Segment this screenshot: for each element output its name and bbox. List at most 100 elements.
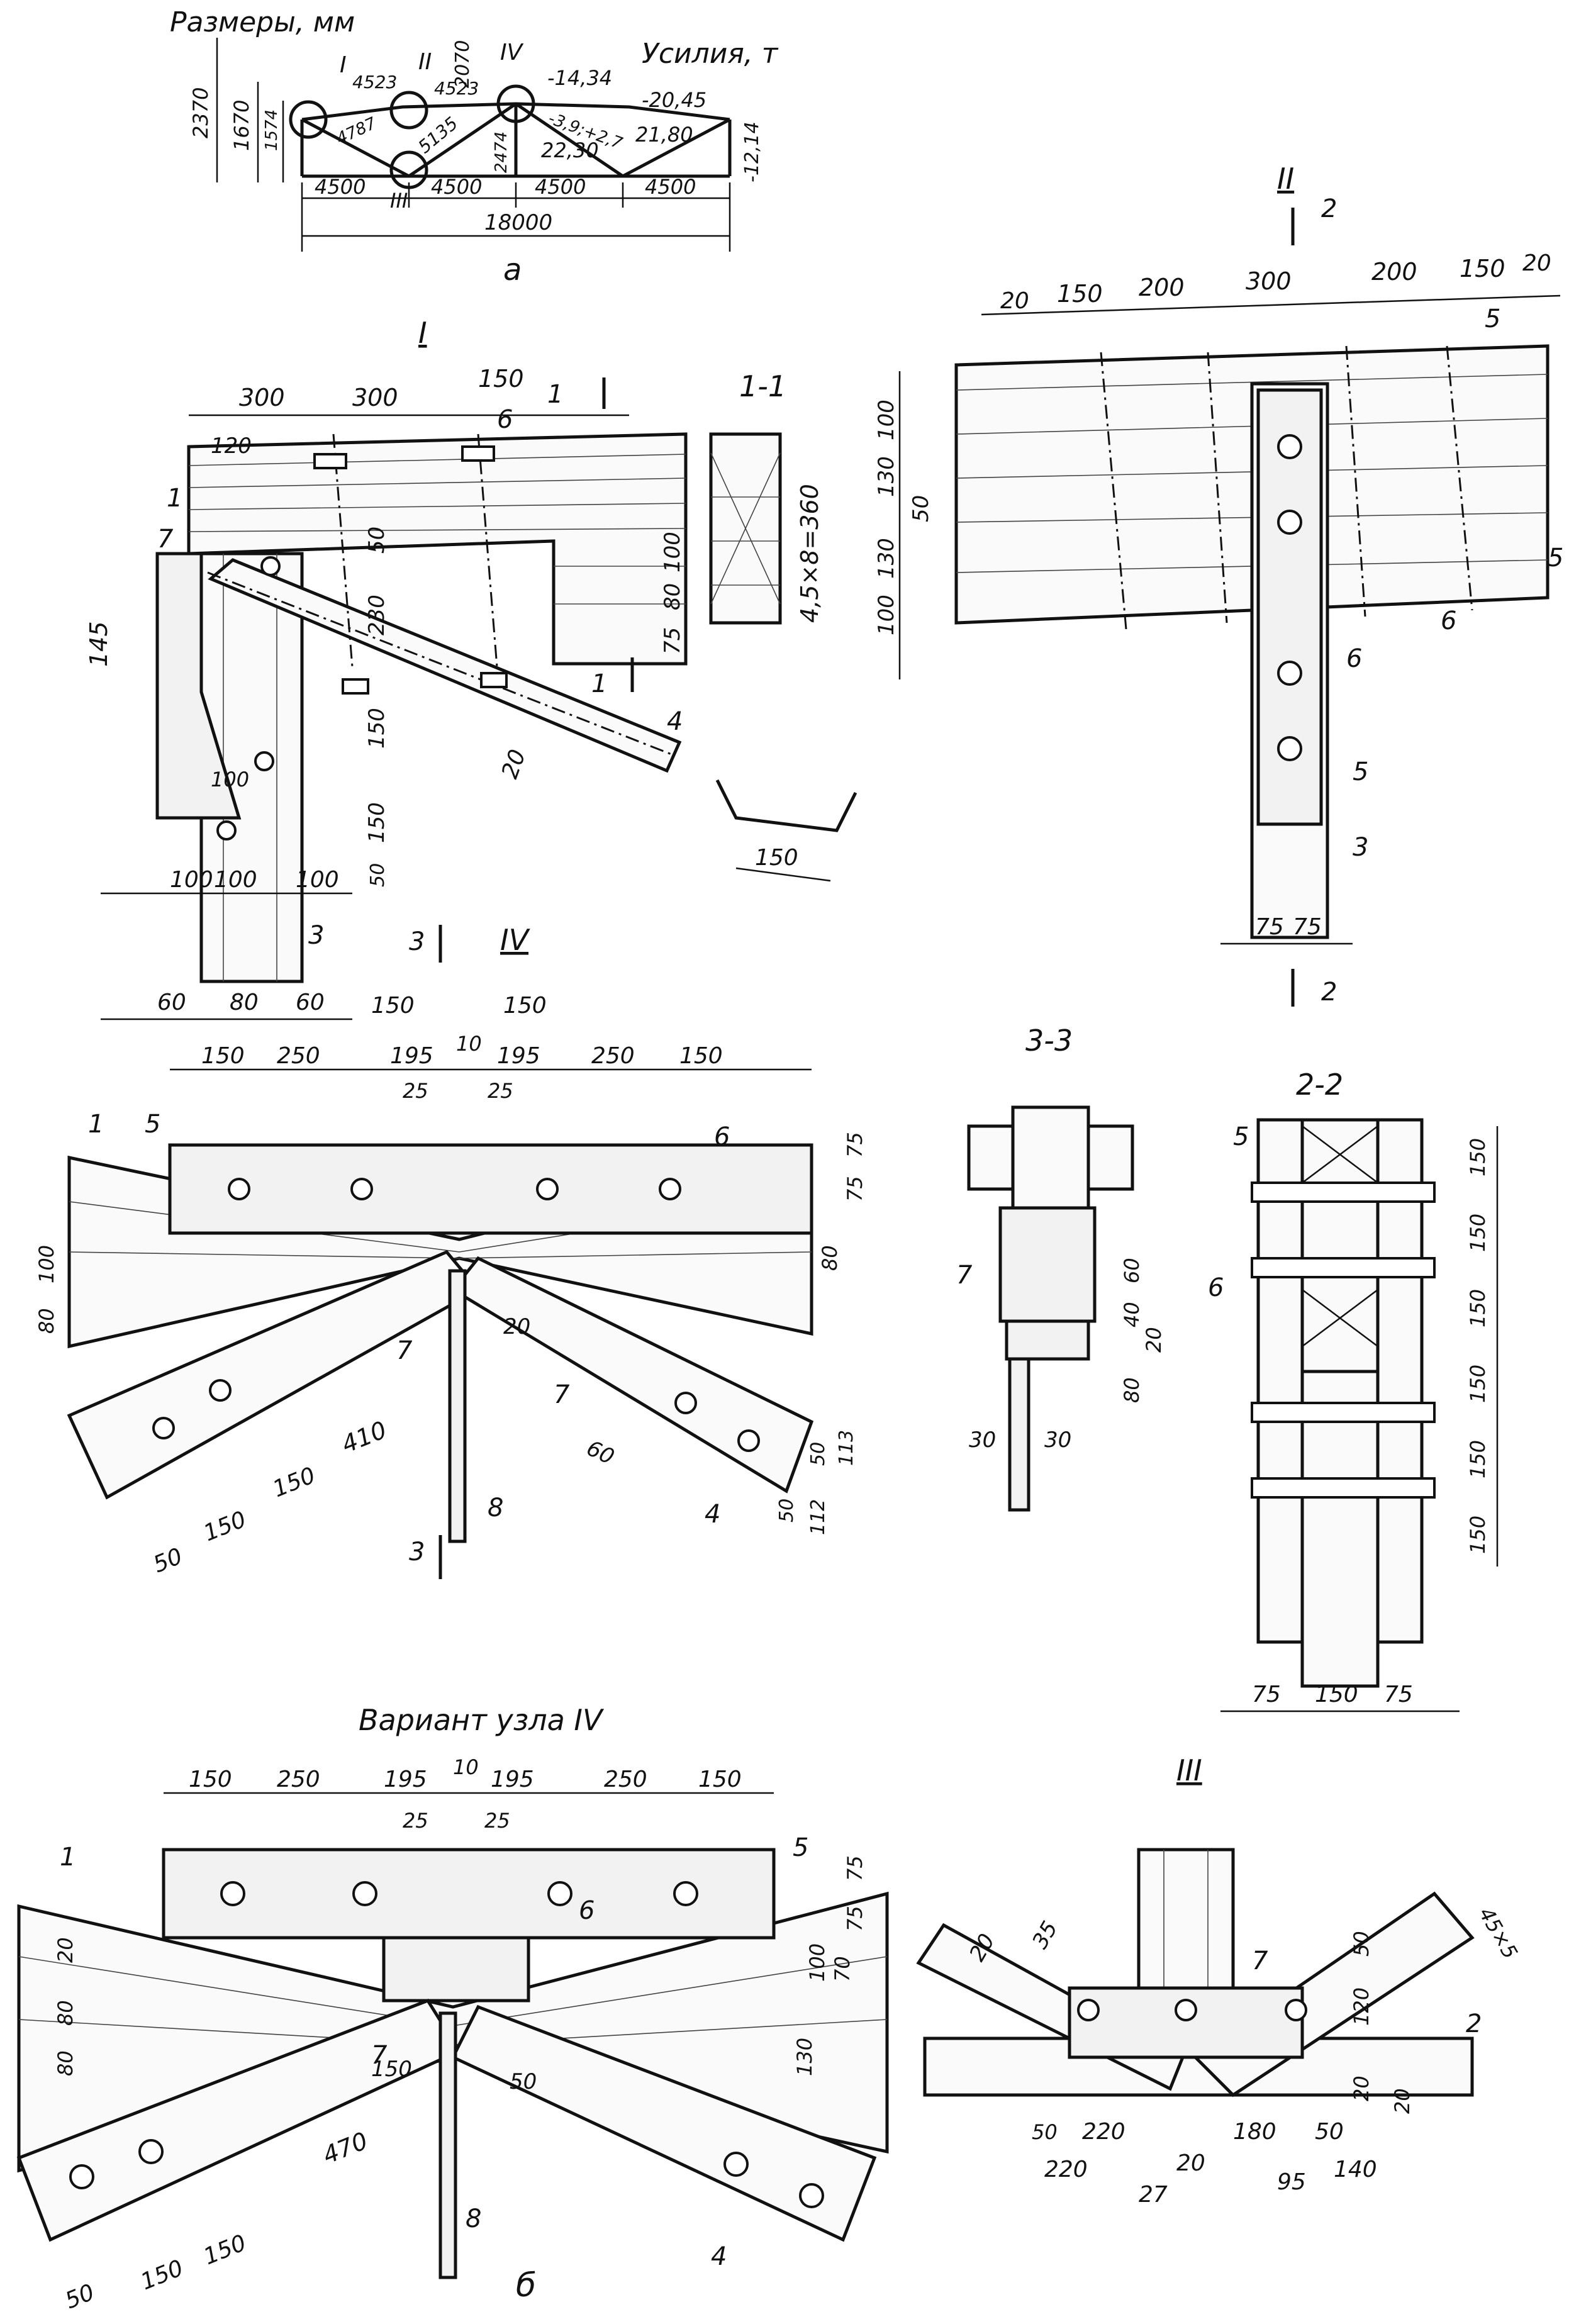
dim: 112	[807, 1499, 829, 1535]
dim: 200	[1139, 274, 1185, 301]
part-num: 6	[1441, 606, 1456, 635]
dim: 130	[793, 2038, 817, 2076]
part-num: 7	[956, 1261, 973, 1290]
dim: 195	[384, 1767, 427, 1792]
part-num: 1	[60, 1843, 75, 1872]
forces-title: Усилия, т	[642, 38, 779, 70]
part-num: 5	[1353, 757, 1368, 786]
node-ii-title: II	[1277, 162, 1294, 196]
variant-title: Вариант узла IV	[359, 1703, 605, 1737]
cut-mark: 2	[1321, 194, 1337, 223]
wood-grain	[452, 1956, 888, 2026]
dim: 80	[1120, 1377, 1144, 1403]
dim: 75	[843, 1855, 867, 1881]
section-core	[1300, 1118, 1380, 1373]
node-circle-iv	[496, 84, 535, 123]
bolt	[799, 2183, 824, 2208]
section-plate	[998, 1206, 1097, 1323]
dim: 150	[1460, 255, 1505, 282]
section-title: 2-2	[1296, 1068, 1343, 1102]
dim: 150	[1466, 1440, 1490, 1478]
bolt	[674, 1392, 697, 1414]
node-label-iii: III	[390, 189, 408, 213]
dim: 250	[591, 1043, 635, 1069]
bolt	[1285, 1999, 1307, 2021]
dim-length: 2474	[492, 131, 511, 173]
figure-label-b: б	[516, 2267, 536, 2304]
dim-length: 4523	[352, 72, 397, 92]
dim: 220	[1044, 2157, 1088, 2182]
dim: 20	[1142, 1327, 1166, 1353]
dim: 50	[150, 1543, 186, 1578]
dim: 27	[1139, 2182, 1168, 2208]
dim: 150	[371, 993, 415, 1019]
dim: 50	[1315, 2119, 1344, 2145]
dim: 300	[1246, 267, 1292, 295]
dim: 195	[497, 1043, 540, 1069]
part-num: 3	[1353, 833, 1368, 862]
hatch	[1302, 1126, 1378, 1183]
dim: 220	[1082, 2119, 1125, 2145]
part-num: 1	[167, 484, 182, 513]
bolt-axis	[1100, 352, 1127, 630]
dim: 100	[211, 768, 249, 791]
dim: 150	[137, 2255, 187, 2296]
steel-plate-5	[168, 1143, 813, 1235]
dim-span: 18000	[484, 210, 552, 235]
section-gusset	[1005, 1319, 1090, 1361]
dim-length: 5135	[414, 113, 462, 157]
node-iv-title: IV	[500, 923, 531, 957]
dim: 30	[969, 1427, 996, 1453]
dim: 50	[364, 527, 389, 554]
dim: 120	[211, 433, 252, 459]
dim: 50	[908, 495, 934, 522]
dim: 150	[189, 1767, 232, 1792]
dim: 150	[755, 845, 798, 871]
node-circle-i	[289, 100, 328, 139]
dim: 75	[1384, 1682, 1413, 1707]
bolt	[536, 1178, 559, 1200]
dim: 60	[157, 990, 186, 1015]
dim: 410	[338, 1416, 391, 1458]
node-label-ii: II	[418, 49, 432, 75]
gusset-7	[382, 1936, 530, 2003]
section-bolt-right	[1086, 1124, 1134, 1191]
bolt-axis	[1207, 352, 1228, 623]
cut-mark: 3	[409, 1538, 425, 1567]
dim: 300	[239, 384, 285, 411]
truss-scheme: Размеры, мм Усилия, т I II III IV 2370 1…	[170, 6, 779, 288]
bolt	[350, 1178, 373, 1200]
part-num: 7	[1252, 1947, 1268, 1975]
bolt	[220, 1881, 245, 1906]
dim: 145	[85, 621, 113, 667]
dim: 80	[230, 990, 259, 1015]
gusset-7	[1068, 1986, 1304, 2059]
dim: 100	[214, 867, 257, 893]
dim: 470	[319, 2126, 372, 2169]
dim-length: 4787	[333, 114, 379, 148]
dim: 130	[874, 538, 899, 579]
dim: 100	[296, 867, 339, 893]
dim: 10	[456, 1032, 482, 1056]
force-value: -12,14	[741, 121, 763, 182]
dim: 50	[62, 2279, 98, 2314]
part-num: 4	[705, 1500, 720, 1529]
dim: 75	[1255, 914, 1284, 940]
wood-grain	[69, 1251, 460, 1259]
dim: 80	[660, 583, 685, 610]
tie-rod-8	[448, 1269, 467, 1543]
dim: 75	[660, 627, 685, 654]
node-iv-variant: Вариант узла IV 150 250 195 10 195 250 1…	[16, 1703, 889, 2314]
dim: 75	[1293, 914, 1322, 940]
dim: 50	[776, 1499, 798, 1522]
bolt-axis	[1446, 345, 1473, 611]
axis-line	[207, 571, 674, 756]
dim: 20	[1176, 2150, 1205, 2176]
dim: 150	[1466, 1365, 1490, 1403]
dim: 50	[1349, 1931, 1373, 1957]
tie-rod-8	[438, 2011, 457, 2279]
bolt	[1277, 510, 1302, 535]
dim: 150	[1057, 280, 1103, 308]
dim: 100	[660, 532, 685, 573]
dim: 150	[364, 802, 389, 843]
